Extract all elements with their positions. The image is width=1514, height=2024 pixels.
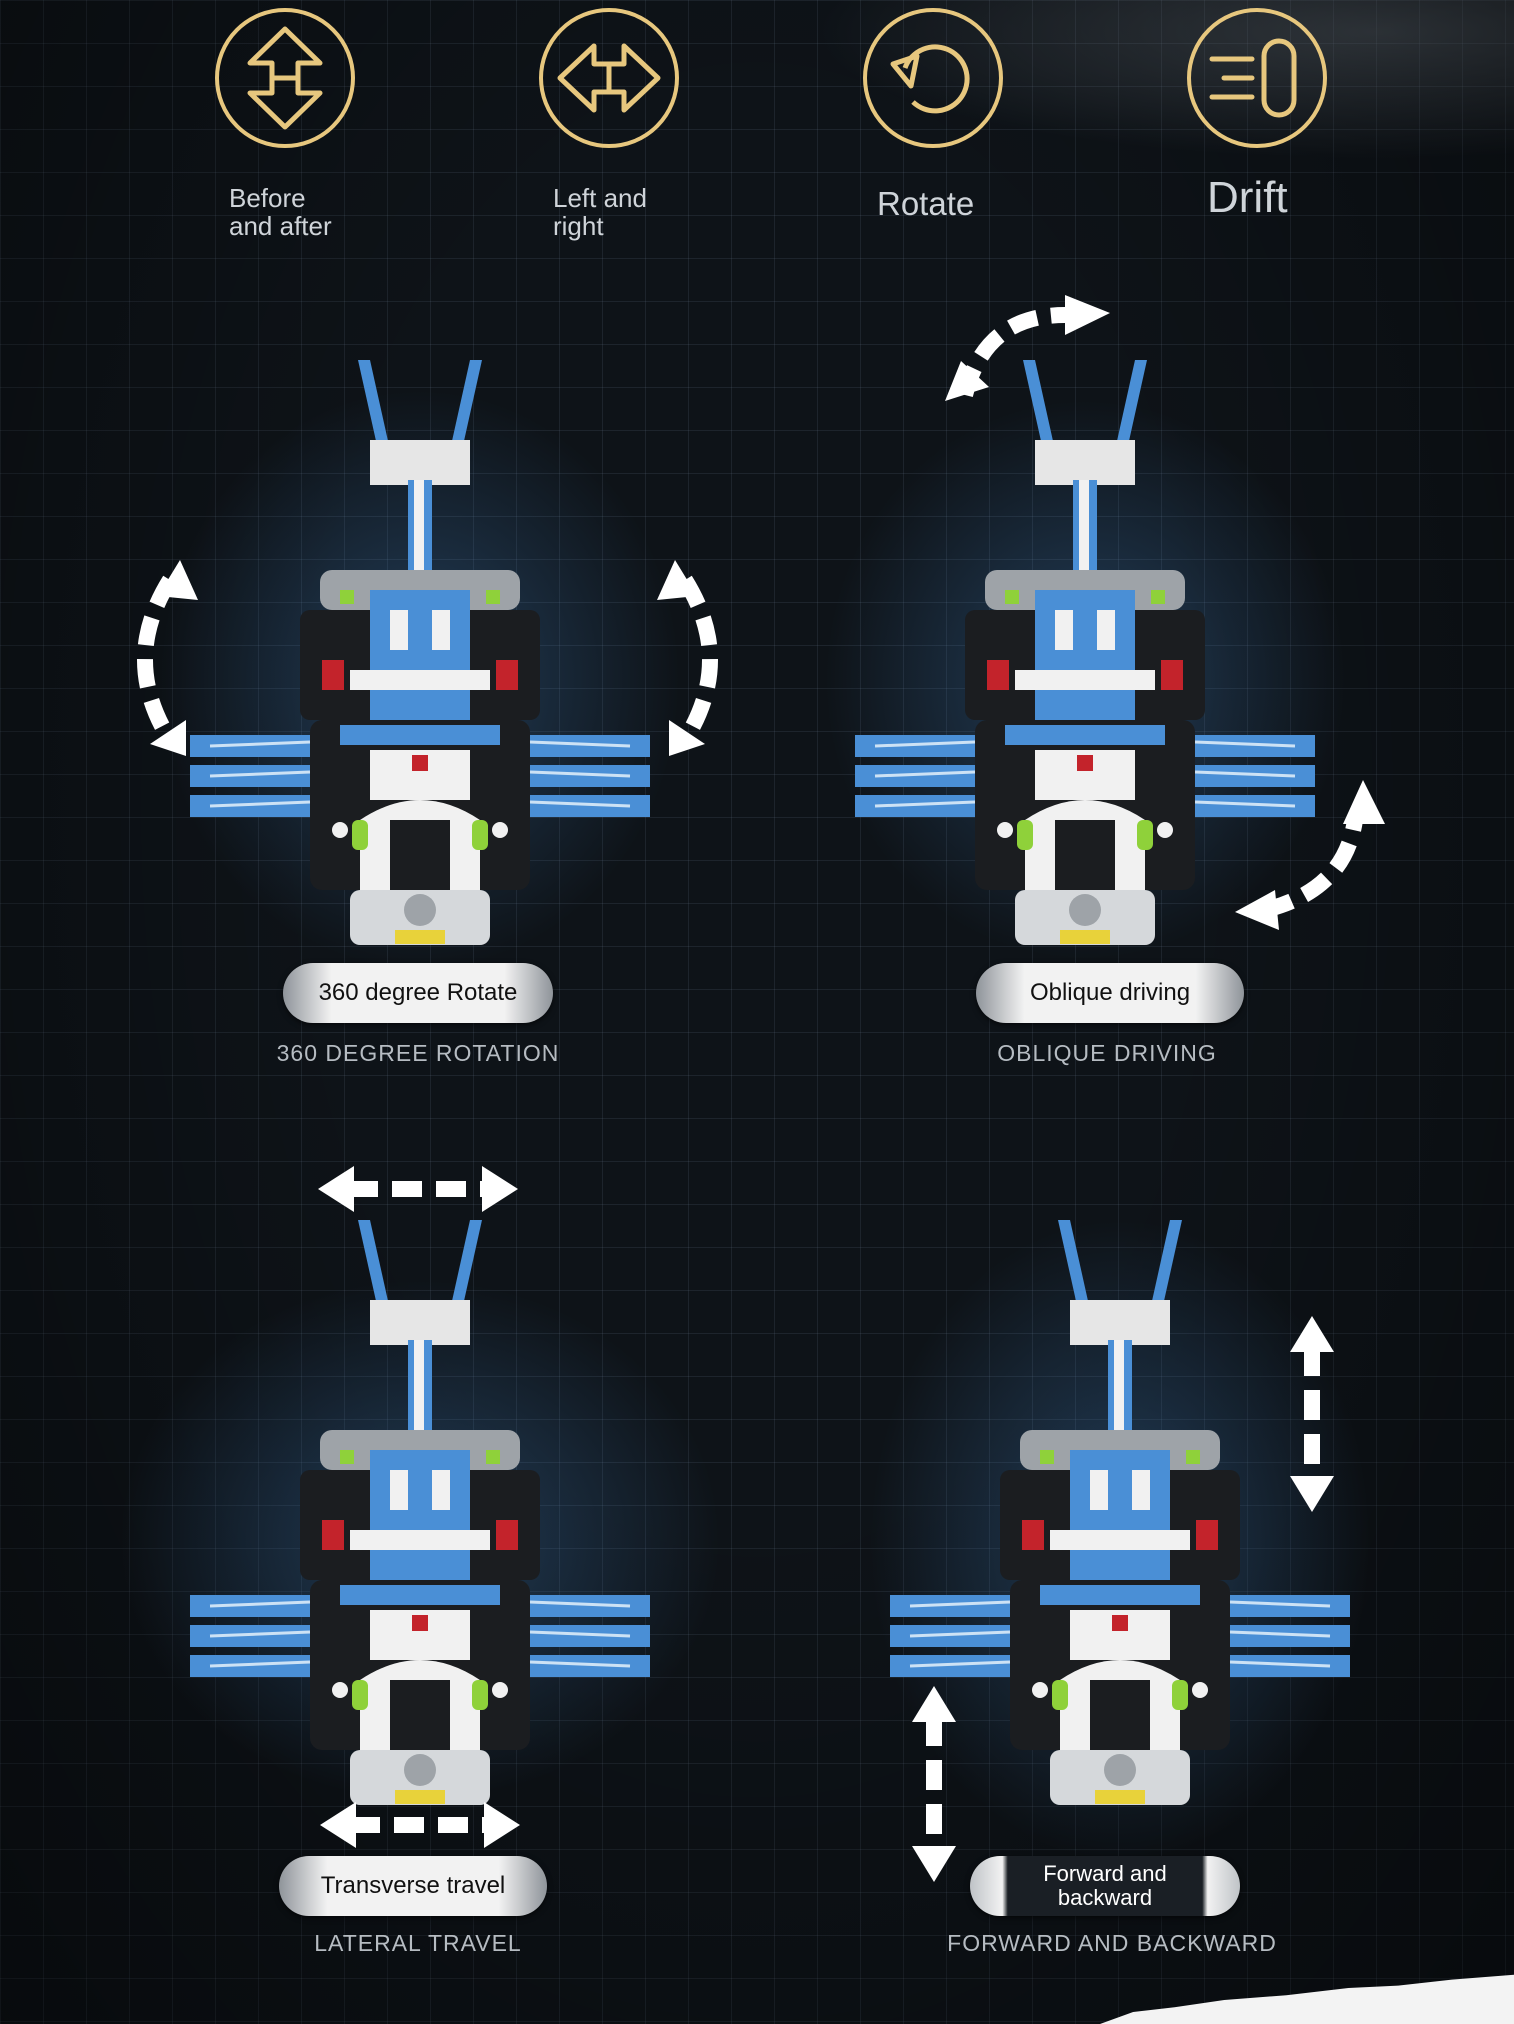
robot-forward-backward-image — [870, 1210, 1370, 1860]
mode-pill: 360 degree Rotate — [283, 963, 553, 1023]
mode-pill: Transverse travel — [279, 1856, 547, 1916]
mode-label: Left and right — [553, 183, 647, 241]
mode-label: Before and after — [229, 183, 332, 241]
pill-label: Forward and backward — [1043, 1861, 1167, 1910]
curved-arrow-icon — [137, 560, 198, 756]
mode-label: Rotate — [877, 185, 975, 222]
robot-lateral-image — [120, 1210, 720, 1810]
mode-left-right: Left and right — [539, 8, 739, 240]
mode-drift: Drift — [1187, 8, 1387, 222]
left-right-arrow-icon — [318, 1166, 518, 1212]
pill-label: 360 degree Rotate — [318, 979, 518, 1006]
drift-icon — [1187, 8, 1327, 148]
pill-label: Transverse travel — [320, 1872, 506, 1899]
up-down-arrow-icon — [215, 8, 355, 148]
left-right-arrow-icon — [320, 1802, 520, 1848]
panel-caption: FORWARD AND BACKWARD — [947, 1930, 1277, 1956]
mode-pill: Oblique driving — [976, 963, 1244, 1023]
curved-arrow-icon — [657, 560, 718, 756]
mode-before-after: Before and after — [215, 8, 415, 240]
curved-arrow-icon — [945, 295, 1110, 401]
robot-oblique-image — [825, 350, 1345, 960]
up-down-arrow-icon — [912, 1686, 956, 1882]
curved-arrow-icon — [1235, 780, 1385, 930]
left-right-arrow-icon — [539, 8, 679, 148]
panel-caption: OBLIQUE DRIVING — [997, 1040, 1217, 1066]
panel-caption: 360 DEGREE ROTATION — [276, 1040, 560, 1066]
mode-pill: Forward and backward — [970, 1856, 1240, 1916]
mode-label: Drift — [1207, 173, 1288, 222]
robot-rotate-image — [160, 350, 680, 970]
up-down-arrow-icon — [1290, 1316, 1334, 1512]
rotate-icon — [863, 8, 1003, 148]
pill-label: Oblique driving — [1029, 979, 1191, 1006]
panel-caption: LATERAL TRAVEL — [314, 1930, 522, 1956]
mode-rotate: Rotate — [863, 8, 1063, 222]
